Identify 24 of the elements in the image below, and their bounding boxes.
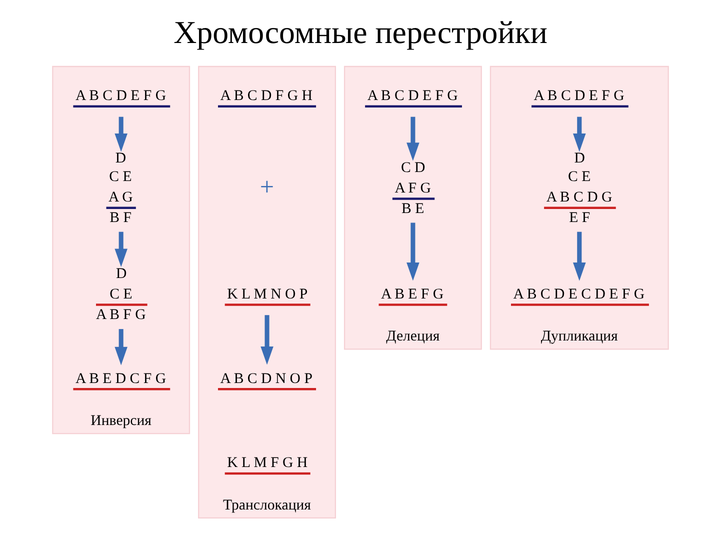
arrow xyxy=(260,315,273,365)
arrow xyxy=(114,232,127,268)
label: + xyxy=(259,174,274,201)
arrow xyxy=(406,222,419,281)
node-text: A B C D E F G xyxy=(74,88,166,104)
node-text: D C E A B C D G E F xyxy=(546,150,612,226)
node-text: D C E A G B F xyxy=(108,150,132,226)
node-text: D C E A B F G xyxy=(96,266,146,323)
arrow xyxy=(572,116,586,152)
node-text: A B C D E C D E F G xyxy=(512,286,644,302)
arrow xyxy=(572,232,586,281)
arrow xyxy=(406,116,419,161)
node-text: K L M N O P xyxy=(226,286,308,302)
node-text: A B E D C F G xyxy=(74,370,166,387)
node-text: C D A F G B E xyxy=(394,160,430,217)
node-text: A B C D E F G xyxy=(366,88,458,104)
node-text: A B C D N O P xyxy=(220,370,312,387)
arrow xyxy=(114,329,127,366)
arrow xyxy=(114,116,127,152)
node-text: A B E F G xyxy=(380,286,444,302)
node-text: A B C D E F G xyxy=(533,88,624,104)
node-text: A B C D F G H xyxy=(220,88,312,104)
diagram-title: Хромосомные перестройки xyxy=(173,15,547,50)
node-text: K L M F G H xyxy=(226,455,308,472)
